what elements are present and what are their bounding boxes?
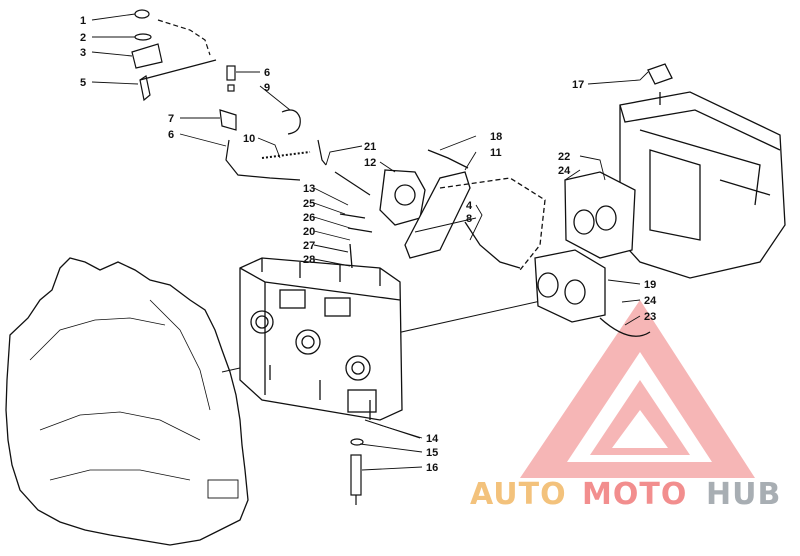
- throttle-bracket: [339, 149, 546, 271]
- callout-label: 16: [426, 462, 438, 474]
- callout-label: 15: [426, 447, 438, 459]
- callout-label: 12: [364, 157, 376, 169]
- logo-triangle-outer: [520, 300, 755, 478]
- callout-label: 6: [264, 67, 270, 79]
- callout-label: 7: [168, 113, 174, 125]
- watermark-logo: [520, 300, 755, 478]
- callout-label: 28: [303, 254, 315, 266]
- callout-label: 9: [264, 82, 270, 94]
- logo-triangle-inner: [590, 380, 690, 455]
- watermark-auto: AUTO: [470, 477, 567, 512]
- air-silencer-box: [619, 63, 786, 279]
- callout-label: 21: [364, 141, 376, 153]
- callout-label: 27: [303, 240, 315, 252]
- callout-label: 24: [644, 295, 657, 307]
- watermark-text: AUTO MOTO HUB: [470, 477, 781, 512]
- jet-parts: [350, 438, 364, 505]
- callout-label: 19: [644, 279, 656, 291]
- callout-label: 3: [80, 47, 86, 59]
- leader-lines: [91, 13, 649, 471]
- callout-label: 13: [303, 183, 315, 195]
- callout-label: 8: [466, 213, 472, 225]
- callout-label: 23: [644, 311, 656, 323]
- callout-label: 25: [303, 198, 315, 210]
- callout-label: 17: [572, 79, 584, 91]
- intake-boots: [534, 171, 651, 337]
- callout-label: 26: [303, 212, 315, 224]
- callout-label: 22: [558, 151, 570, 163]
- callout-label: 10: [243, 133, 255, 145]
- callout-label: 1: [80, 15, 86, 27]
- callout-label: 20: [303, 226, 315, 238]
- callout-label: 11: [490, 147, 502, 159]
- callout-label: 6: [168, 129, 174, 141]
- watermark-moto: MOTO: [582, 477, 687, 512]
- top-left-small-parts: [131, 9, 371, 196]
- callout-label: 18: [490, 131, 502, 143]
- callout-label: 2: [80, 32, 86, 44]
- callout-label: 24: [558, 165, 571, 177]
- callout-label: 5: [80, 77, 86, 89]
- callout-labels: 1 2 3 5 6 9 7 6 10 21 12 18 11 13 25 26 …: [80, 15, 657, 474]
- watermark-hub: HUB: [706, 477, 781, 512]
- carburetor-assembly: [239, 257, 421, 439]
- callout-label: 4: [466, 200, 473, 212]
- callout-label: 14: [426, 433, 439, 445]
